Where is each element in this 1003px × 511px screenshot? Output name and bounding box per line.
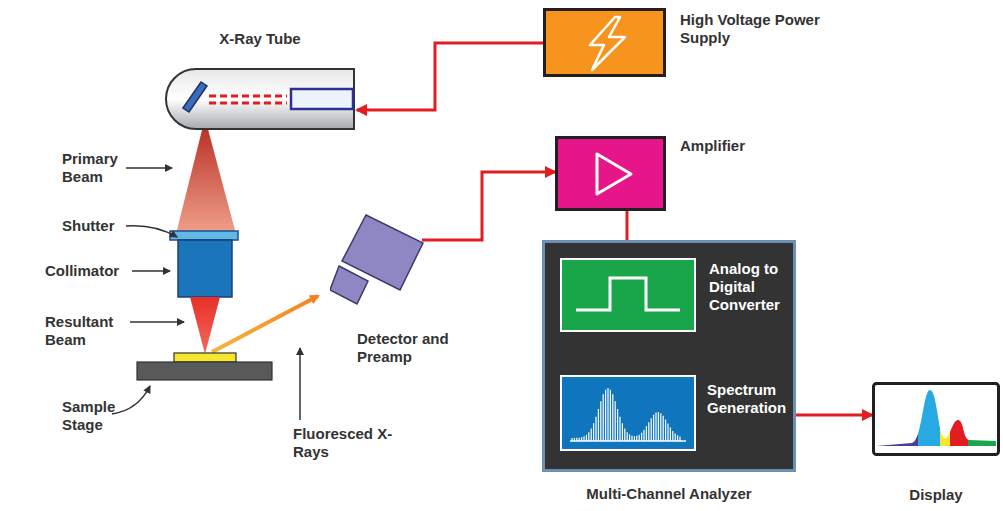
amplifier-box: Amplifier [555, 136, 795, 212]
display-screen [872, 382, 1000, 456]
node-label: Spectrum Generation [707, 381, 789, 417]
spectrum-symbol [560, 375, 696, 451]
leader-line [130, 321, 184, 323]
leader-line [112, 386, 150, 414]
mca-panel: Multi-Channel Analyzer Analog to Digital … [542, 240, 798, 508]
node-label: Detector and Preamp [357, 330, 469, 366]
part-label: Sample Stage [62, 398, 122, 434]
part-label: Resultant Beam [45, 313, 127, 349]
node-label: X-Ray Tube [165, 30, 355, 48]
adc-symbol [560, 258, 696, 332]
power-supply-symbol [543, 8, 667, 78]
amplifier-symbol [555, 136, 667, 212]
detector: Detector and Preamp [330, 212, 471, 372]
primary-beam [176, 118, 236, 234]
collimator [178, 240, 232, 297]
resultant-beam [190, 297, 220, 354]
display-box: Display [872, 382, 1000, 507]
part-label: Collimator [45, 262, 131, 280]
node-label: Amplifier [680, 137, 790, 155]
leader-line [132, 270, 170, 272]
signal-arrow [422, 172, 555, 240]
node-label: High Voltage Power Supply [680, 11, 830, 47]
fluoresced-ray [212, 296, 318, 352]
sample-stage [137, 362, 272, 380]
x-ray-tube: X-Ray Tube [165, 30, 357, 132]
detector-symbol [330, 212, 426, 308]
leader-line [299, 348, 301, 420]
part-label: Shutter [62, 217, 132, 235]
power-supply-box: High Voltage Power Supply [543, 8, 833, 80]
tube-body [165, 68, 355, 130]
adc-box: Analog to Digital Converter [560, 258, 791, 333]
shutter [170, 231, 238, 240]
sample [174, 353, 236, 362]
signal-arrow [357, 43, 543, 110]
spectrum-box: Spectrum Generation [560, 375, 791, 453]
node-label: Display [872, 486, 1000, 504]
leader-line [126, 167, 172, 169]
part-label: Fluoresced X-Rays [293, 425, 393, 461]
node-label: Analog to Digital Converter [709, 260, 789, 314]
leader-line [126, 226, 177, 237]
signal-arrow [791, 414, 872, 417]
part-label: Primary Beam [62, 150, 124, 186]
node-label: Multi-Channel Analyzer [542, 485, 796, 503]
